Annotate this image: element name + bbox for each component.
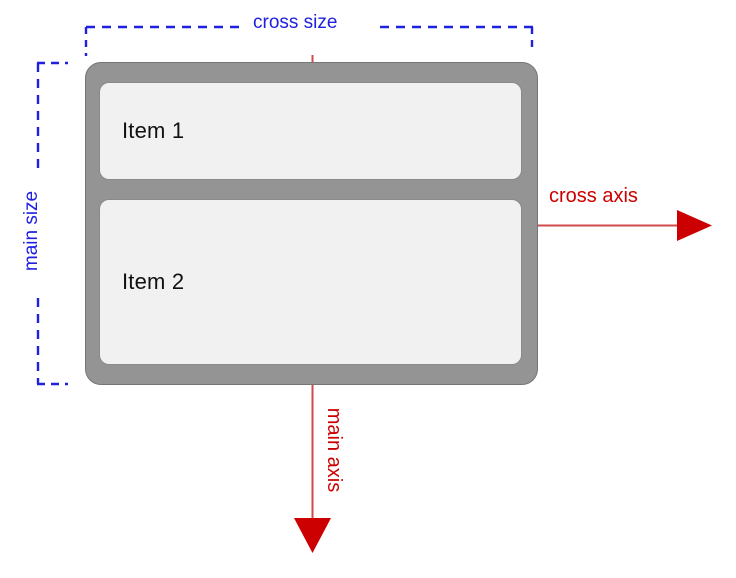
flex-container: Item 1 Item 2 — [85, 62, 538, 385]
main-axis-label: main axis — [323, 407, 345, 493]
flex-item-2-label: Item 2 — [122, 269, 185, 294]
main-size-bracket — [36, 61, 68, 386]
cross-axis-arrowhead — [677, 210, 712, 241]
main-size-label: main size — [21, 190, 42, 272]
flex-item-1: Item 1 — [99, 82, 522, 180]
main-axis-arrowhead — [294, 518, 331, 553]
cross-size-label: cross size — [253, 12, 338, 33]
cross-axis-label: cross axis — [549, 185, 638, 207]
flex-item-1-label: Item 1 — [122, 118, 185, 143]
cross-size-bracket — [84, 25, 534, 56]
flex-item-2: Item 2 — [99, 199, 522, 365]
